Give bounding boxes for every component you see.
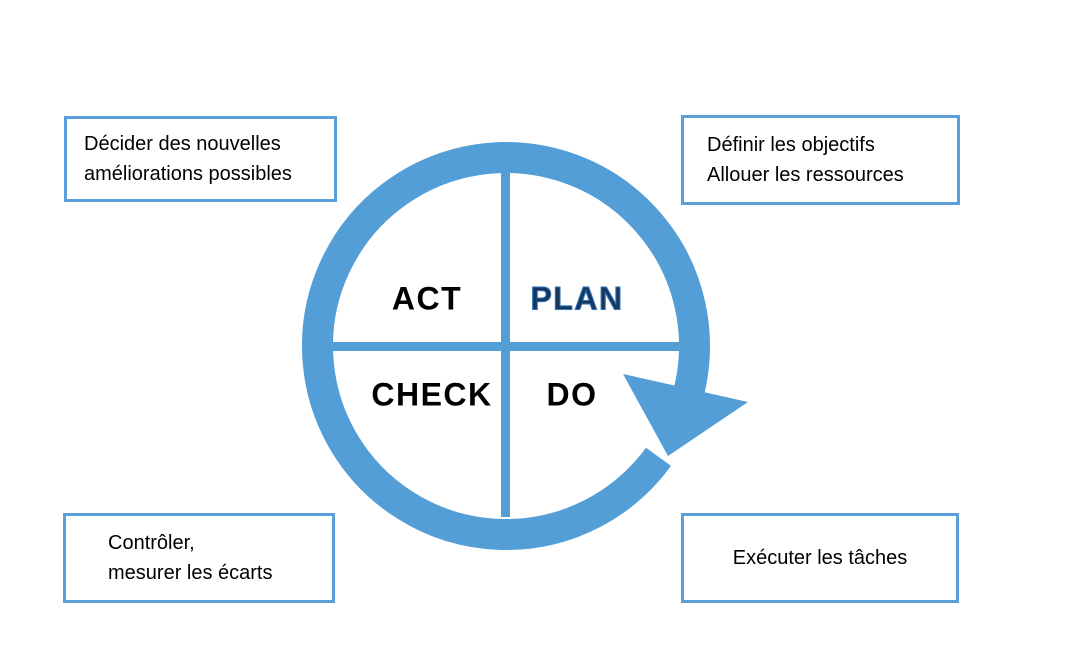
- callout-do-box: Exécuter les tâches: [681, 513, 959, 603]
- callout-act-line2: améliorations possibles: [84, 163, 292, 185]
- quadrant-label-check: CHECK: [371, 376, 493, 413]
- callout-plan-line1: Définir les objectifs: [707, 134, 875, 156]
- callout-act-box: Décider des nouvelles améliorations poss…: [64, 116, 337, 202]
- callout-plan-line2: Allouer les ressources: [707, 164, 904, 186]
- cycle-arrowhead-icon: [623, 374, 748, 456]
- callout-plan-box: Définir les objectifs Allouer les ressou…: [681, 115, 960, 205]
- callout-act-line1: Décider des nouvelles: [84, 133, 281, 155]
- quadrant-label-plan: PLAN: [530, 280, 624, 317]
- quadrant-label-do: DO: [546, 376, 598, 413]
- quadrant-label-act: ACT: [391, 280, 463, 317]
- callout-check-line2: mesurer les écarts: [108, 562, 273, 584]
- callout-do-line1: Exécuter les tâches: [732, 547, 908, 569]
- cycle-ring: [302, 142, 710, 550]
- callout-check-box: Contrôler, mesurer les écarts: [63, 513, 335, 603]
- callout-check-line1: Contrôler,: [108, 532, 195, 554]
